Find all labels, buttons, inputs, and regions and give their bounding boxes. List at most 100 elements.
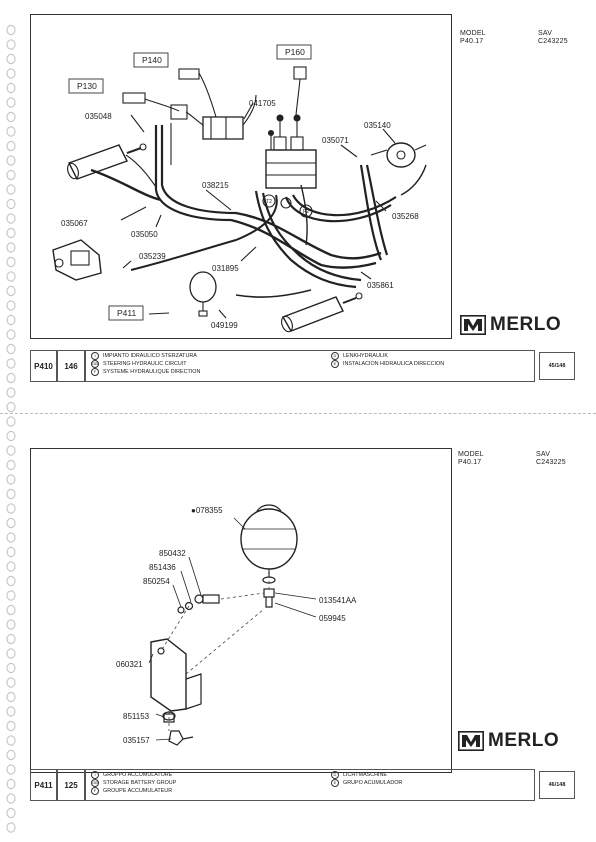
binding-hole	[6, 445, 16, 456]
binding-hole	[6, 111, 16, 123]
sheet-accumulator-group: ●078355 850432 851436 850254 013541AA 05…	[30, 430, 586, 825]
model-label: MODEL	[458, 451, 484, 458]
callout-box-p130	[68, 78, 104, 94]
lang-it-icon: I	[91, 771, 99, 779]
binding-hole	[6, 619, 16, 630]
binding-hole	[6, 184, 16, 195]
binding-hole	[6, 662, 16, 674]
diagram-frame: ●078355 850432 851436 850254 013541AA 05…	[30, 448, 452, 773]
figure-number: 146	[57, 350, 85, 382]
binding-hole	[6, 561, 16, 572]
binding-hole	[6, 329, 16, 340]
lang-e-icon: E	[331, 779, 339, 787]
figure-code: P411	[30, 769, 57, 801]
part-035239: 035239	[139, 252, 166, 261]
binding-holes	[6, 24, 16, 833]
binding-hole	[6, 358, 16, 369]
merlo-mark-icon	[458, 731, 484, 751]
binding-hole	[6, 416, 16, 427]
tag-t2: T2	[266, 199, 272, 205]
binding-hole	[6, 575, 16, 587]
binding-hole	[6, 517, 16, 529]
part-041705: 041705	[249, 99, 276, 108]
binding-hole	[6, 372, 16, 384]
binding-hole	[6, 778, 16, 790]
binding-hole	[6, 314, 16, 326]
binding-hole	[6, 387, 16, 398]
binding-hole	[6, 198, 16, 210]
figure-number: 125	[57, 769, 85, 801]
steering-circuit-diagram: P140 P130 P160 P411 041705 035048 035071…	[52, 44, 427, 333]
binding-hole	[6, 300, 16, 311]
part-035071: 035071	[322, 136, 349, 145]
binding-hole	[6, 82, 16, 94]
lang-gb-icon: GB	[91, 360, 99, 368]
binding-hole	[6, 488, 16, 500]
part-049199: 049199	[211, 321, 238, 330]
binding-hole	[6, 633, 16, 645]
sav-block: SAV C243225	[538, 30, 568, 46]
binding-hole	[6, 764, 16, 775]
binding-hole	[6, 648, 16, 659]
binding-hole	[6, 155, 16, 166]
part-059945: 059945	[319, 614, 346, 623]
lang-f-icon: F	[91, 368, 99, 376]
binding-hole	[6, 691, 16, 703]
binding-hole	[6, 503, 16, 514]
binding-hole	[6, 430, 16, 442]
binding-hole	[6, 285, 16, 297]
binding-hole	[6, 706, 16, 717]
binding-hole	[6, 720, 16, 732]
part-035861: 035861	[367, 281, 394, 290]
sav-label: SAV	[536, 451, 551, 458]
binding-hole	[6, 793, 16, 804]
callout-p160: P160	[285, 47, 305, 57]
binding-hole	[6, 53, 16, 65]
merlo-mark-icon	[460, 315, 486, 335]
sav-value: C243225	[536, 459, 566, 466]
binding-hole	[6, 590, 16, 601]
lang-it-icon: I	[91, 352, 99, 360]
binding-hole	[6, 24, 16, 36]
part-035157: 035157	[123, 736, 150, 745]
part-035050: 035050	[131, 230, 158, 239]
binding-hole	[6, 474, 16, 485]
callout-box-p140	[133, 52, 169, 68]
model-value: P40.17	[460, 38, 484, 45]
binding-hole	[6, 401, 16, 413]
brand-name: MERLO	[490, 314, 562, 335]
page-number: 46/148	[539, 771, 575, 799]
binding-hole	[6, 807, 16, 819]
part-013541aa: 013541AA	[319, 596, 357, 605]
binding-hole	[6, 242, 16, 253]
part-035067: 035067	[61, 219, 88, 228]
part-035048: 035048	[85, 112, 112, 121]
binding-hole	[6, 749, 16, 761]
part-031895: 031895	[212, 264, 239, 273]
binding-hole	[6, 735, 16, 746]
callout-p411: P411	[117, 308, 136, 318]
tag-p2: P2	[303, 209, 309, 215]
sav-value: C243225	[538, 38, 568, 45]
binding-hole	[6, 546, 16, 558]
callout-box-p411	[108, 305, 144, 321]
binding-hole	[6, 822, 16, 833]
callout-p130: P130	[77, 81, 97, 91]
model-value: P40.17	[458, 459, 482, 466]
page-number: 45/148	[539, 352, 575, 380]
binding-hole	[6, 256, 16, 268]
diagram-frame: P140 P130 P160 P411 041705 035048 035071…	[30, 14, 452, 339]
lang-d-icon: D	[331, 352, 339, 360]
part-850254: 850254	[143, 577, 170, 586]
accumulator-diagram: ●078355 850432 851436 850254 013541AA 05…	[116, 504, 357, 746]
binding-hole	[6, 677, 16, 688]
model-label: MODEL	[460, 30, 486, 37]
binding-hole	[6, 227, 16, 239]
